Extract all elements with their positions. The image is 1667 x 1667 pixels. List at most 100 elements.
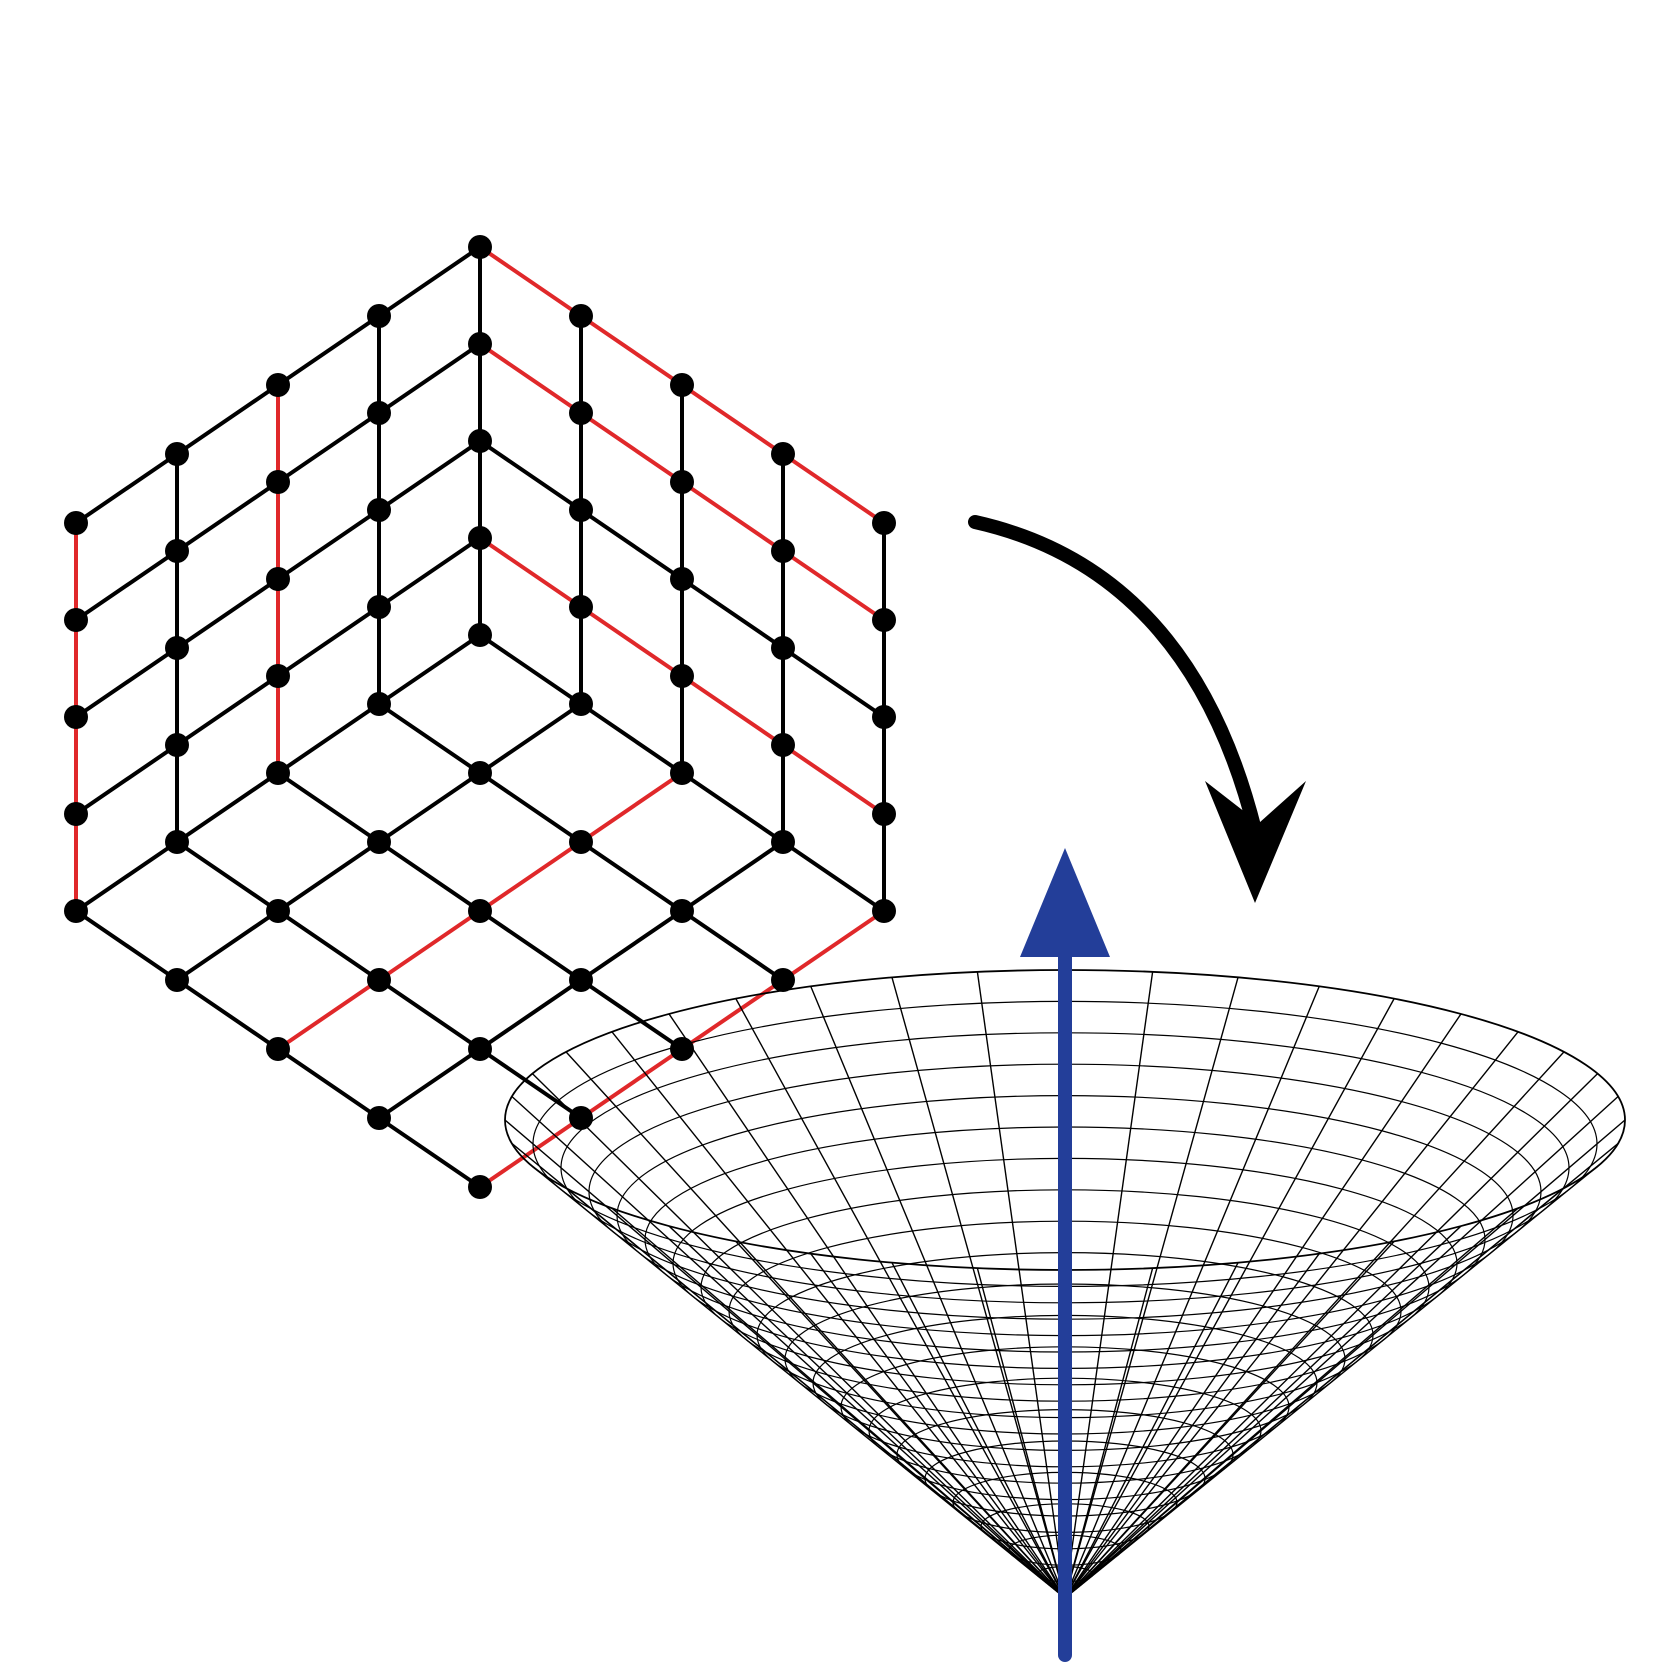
boundary-edge (781, 452, 886, 525)
lattice-vertex (872, 608, 896, 632)
cone-radial-line (976, 971, 1066, 1599)
lattice-edge (276, 702, 381, 775)
lattice-edge (175, 674, 280, 747)
axis-arrow-head (1020, 848, 1110, 957)
lattice-vertex (771, 733, 795, 757)
cone-radial-line (810, 1253, 1066, 1599)
lattice-vertex (266, 567, 290, 591)
lattice-vertex (367, 498, 391, 522)
lattice-vertex (872, 705, 896, 729)
lattice-vertex (771, 636, 795, 660)
lattice-vertex (569, 498, 593, 522)
lattice-edge (579, 840, 684, 913)
lattice-vertex (165, 442, 189, 466)
lattice-edge (175, 840, 280, 913)
lattice-vertex (165, 636, 189, 660)
lattice-vertex (367, 692, 391, 716)
lattice-edge (175, 771, 280, 844)
cone-radial-line (531, 1073, 1066, 1599)
lattice-vertex (872, 511, 896, 535)
lattice-edge (175, 577, 280, 650)
lattice-edge (579, 508, 684, 581)
lattice-vertex (367, 595, 391, 619)
lattice-vertex (165, 539, 189, 563)
boundary-edge (680, 978, 785, 1051)
cone-radial-line (668, 1225, 1066, 1599)
curved-arrow-shaft (968, 515, 1262, 837)
lattice-vertex (569, 1106, 593, 1130)
cone-radial-line (891, 977, 1066, 1599)
lattice-vertex (266, 470, 290, 494)
lattice-vertex (266, 664, 290, 688)
lattice-vertex (64, 899, 88, 923)
lattice-vertex (266, 899, 290, 923)
lattice-edge (377, 840, 482, 913)
boundary-edge (781, 909, 886, 982)
lattice-edge (478, 909, 583, 982)
lattice-edge (175, 909, 280, 982)
boundary-edge (276, 978, 381, 1051)
lattice-vertex (771, 442, 795, 466)
lattice-vertex (670, 373, 694, 397)
cone-radial-line (668, 1013, 1066, 1599)
cone-radial-line (511, 1096, 1066, 1599)
cone-radial-line (1064, 986, 1320, 1599)
cone-radial-line (1064, 971, 1154, 1599)
cone-mesh (504, 969, 1626, 1599)
lattice-edges (74, 245, 886, 1189)
curved-arrow-icon (968, 515, 1306, 903)
lattice-vertex (64, 802, 88, 826)
lattice-vertex (266, 373, 290, 397)
lattice-edge (74, 840, 179, 913)
cone-radial-line (565, 1051, 1066, 1599)
boundary-edge (579, 314, 684, 387)
lattice-edge (74, 549, 179, 622)
lattice-vertex (468, 526, 492, 550)
lattice-edge (175, 978, 280, 1051)
cone-radial-line (1064, 1207, 1519, 1599)
cone-radial-line (891, 1262, 1066, 1599)
lattice-edge (377, 245, 482, 318)
lattice-vertex (64, 608, 88, 632)
lattice-vertex (670, 899, 694, 923)
lattice-edge (579, 702, 684, 775)
cone-radial-line (1064, 1253, 1320, 1599)
lattice-vertex (468, 235, 492, 259)
cone-radial-line (1064, 1225, 1462, 1599)
lattice-edge (377, 536, 482, 609)
lattice-vertex (569, 595, 593, 619)
lattice-edge (680, 577, 785, 650)
lattice-vertex (468, 1037, 492, 1061)
lattice-vertex (670, 761, 694, 785)
lattice-edge (478, 702, 583, 775)
lattice-edge (781, 646, 886, 719)
lattice-vertex (670, 1037, 694, 1061)
lattice-edge (276, 1047, 381, 1120)
cone-radial-line (531, 1165, 1066, 1599)
lattice-edge (680, 840, 785, 913)
cone-radial-line (1064, 1187, 1565, 1599)
curved-arrow-head (1205, 781, 1306, 903)
lattice-edge (478, 633, 583, 706)
cone-radial-line (1064, 998, 1395, 1599)
lattice-edge (276, 605, 381, 678)
lattice-vertex (468, 899, 492, 923)
lattice-vertex (771, 830, 795, 854)
boundary-edge (579, 771, 684, 844)
lattice-edge (377, 978, 482, 1051)
lattice-vertex (367, 304, 391, 328)
boundary-edge (579, 1047, 684, 1120)
cone-radial-line (1064, 1073, 1599, 1599)
lattice-vertex (771, 539, 795, 563)
lattice-edge (276, 771, 381, 844)
lattice-vertex (569, 401, 593, 425)
lattice-vertex (468, 332, 492, 356)
cone-radial-line (1064, 1165, 1599, 1599)
lattice-edge (276, 411, 381, 484)
lattice-vertex (569, 830, 593, 854)
lattice-vertex (569, 304, 593, 328)
boundary-edge (781, 549, 886, 622)
lattice-vertex (266, 1037, 290, 1061)
lattice-vertex (468, 1175, 492, 1199)
